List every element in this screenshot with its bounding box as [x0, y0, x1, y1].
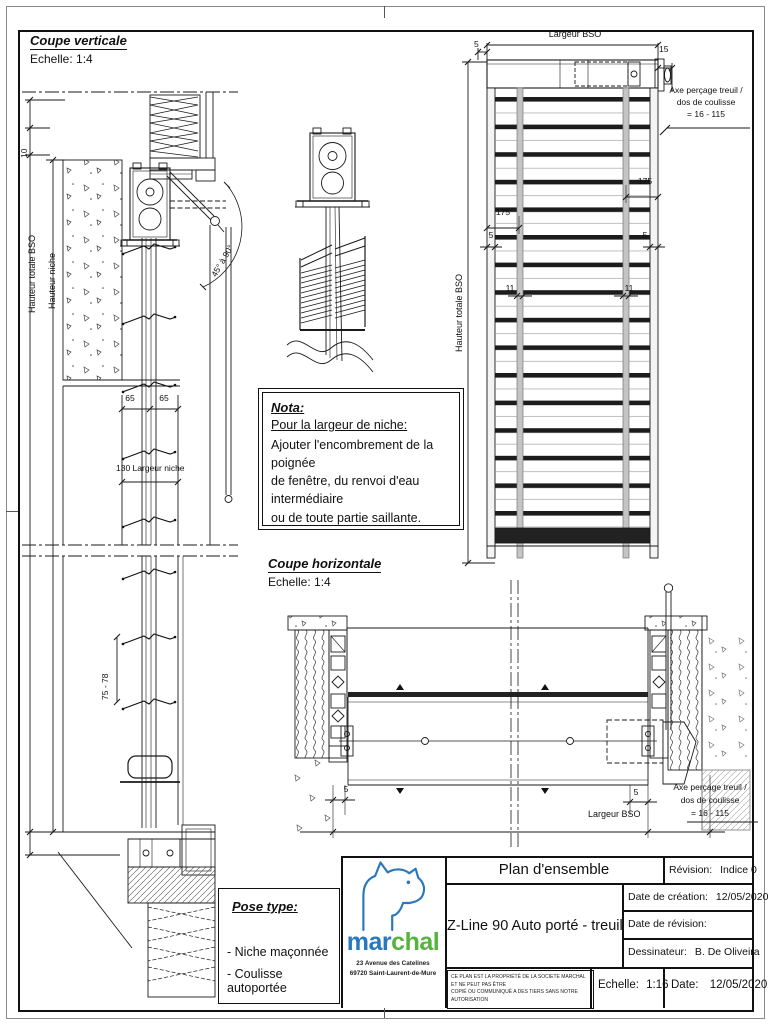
- titleblock-sep-date-row2: [622, 938, 752, 940]
- fv-axe-note-line2: dos de coulisse: [676, 97, 736, 107]
- revision-label: Révision:: [669, 864, 713, 876]
- titleblock-sep-date: [663, 967, 665, 1008]
- fv-dim-5-left: 5: [488, 230, 494, 240]
- marchal-logo-wordmark: marchal: [341, 928, 445, 957]
- date-label: Date:: [671, 979, 699, 991]
- fv-dim-11-right: 11: [624, 283, 634, 293]
- cv-hauteur-niche: Hauteur niche: [47, 252, 57, 309]
- date-value: 12/05/2020: [709, 979, 768, 991]
- fv-dim-175-right: 175: [637, 176, 653, 186]
- fv-hauteur-totale-bso: Hauteur totale BSO: [454, 273, 464, 352]
- coupe-verticale-scale: Echelle: 1:4: [30, 52, 93, 66]
- winch-stack-detail-drawing: [286, 127, 374, 373]
- nota-body-line1: Ajouter l'encombrement de la poignée: [271, 438, 434, 471]
- titleblock-sep-dates: [622, 883, 624, 969]
- fold-mark-top: [384, 6, 385, 18]
- ch-dim-largeur-bso: Largeur BSO: [588, 809, 641, 819]
- fv-dim-15: 15: [659, 44, 669, 54]
- coupe-verticale-drawing: [22, 91, 243, 998]
- echelle-value: 1:16: [646, 979, 669, 991]
- titleblock-sep-date-row1: [622, 910, 752, 912]
- front-view-drawing: [462, 41, 750, 567]
- sheet-main-frame: [18, 30, 754, 1012]
- cv-dim-10: 10: [19, 148, 29, 158]
- cv-hauteur-totale-bso: Hauteur totale BSO: [27, 234, 37, 313]
- nota-box: Nota: Pour la largeur de niche: Ajouter …: [258, 388, 464, 530]
- coupe-horizontale-title: Coupe horizontale: [268, 556, 382, 573]
- fv-dim-5-top: 5: [474, 39, 479, 49]
- legal-line1: CE PLAN EST LA PROPRIÉTÉ DE LA SOCIETE M…: [451, 974, 586, 988]
- nota-body-line2: de fenêtre, du renvoi d'eau intermédiair…: [271, 474, 420, 507]
- titleblock-border-left: [341, 856, 343, 1008]
- cv-dim-65-right: 65: [159, 393, 169, 403]
- echelle-cell: Echelle: 1:16: [598, 979, 669, 991]
- titleblock-border-top: [341, 856, 752, 858]
- logo-text-mar: mar: [346, 928, 392, 956]
- dessinateur-label: Dessinateur:: [628, 946, 687, 958]
- nota-body-line3: ou de toute partie saillante.: [271, 510, 422, 525]
- pose-type-item-coulisse: - Coulisse autoportée: [227, 967, 287, 995]
- titleblock-sep-logo: [445, 856, 447, 1008]
- dessinateur-value: B. De Oliveira: [694, 946, 760, 958]
- fold-mark-left: [6, 511, 18, 512]
- legal-line2: COPIÉ OU COMMUNIQUÉ A DES TIERS SANS NOT…: [451, 989, 578, 1003]
- ch-dim-5-left: 5: [343, 784, 349, 794]
- pose-type-box: Pose type: - Niche maçonnée - Coulisse a…: [218, 888, 340, 1004]
- product-title: Z-Line 90 Auto porté - treuil: [447, 918, 623, 934]
- fv-axe-note-line1: Axe perçage treuil /: [669, 85, 743, 95]
- sheet-outer-border: [6, 6, 765, 1019]
- date-creation-value: 12/05/2020: [715, 891, 769, 903]
- marchal-logo-cat-icon: [362, 861, 426, 932]
- cv-dim-largeur-niche: 130 Largeur niche: [116, 463, 185, 473]
- date-cell: Date: 12/05/2020: [671, 979, 767, 991]
- ch-axe-note-line1: Axe perçage treuil /: [673, 782, 747, 792]
- pose-type-title: Pose type:: [232, 899, 298, 914]
- nota-subtitle: Pour la largeur de niche:: [271, 418, 408, 432]
- titleblock-row1-bottom: [445, 883, 752, 885]
- date-creation-label: Date de création:: [628, 891, 708, 903]
- ch-axe-note-line2: dos de coulisse: [680, 795, 740, 805]
- logo-address-line2: 69720 Saint-Laurent-de-Mure: [349, 970, 437, 977]
- ch-dim-5-right: 5: [633, 787, 639, 797]
- dessinateur-cell: Dessinateur: B. De Oliveira: [628, 946, 760, 958]
- fv-dim-largeur-bso: Largeur BSO: [548, 29, 602, 39]
- date-revision-cell: Date de révision:: [628, 918, 712, 930]
- date-creation-cell: Date de création: 12/05/2020: [628, 891, 768, 903]
- fold-mark-bottom: [384, 1008, 385, 1018]
- ch-axe-note-line3: = 16 - 115: [691, 808, 729, 818]
- legal-notice: CE PLAN EST LA PROPRIÉTÉ DE LA SOCIETE M…: [447, 970, 594, 1009]
- coupe-verticale-title: Coupe verticale: [30, 33, 127, 50]
- fv-axe-note-line3: = 16 - 115: [687, 109, 725, 119]
- nota-title: Nota:: [271, 400, 305, 415]
- fv-dim-175-left: 175: [495, 207, 511, 217]
- revision-value: Indice 0: [720, 864, 757, 876]
- fv-dim-11-left: 11: [505, 283, 515, 293]
- echelle-label: Echelle:: [598, 979, 639, 991]
- cv-dim-75-78: 75 - 78: [100, 673, 110, 700]
- date-revision-label: Date de révision:: [628, 918, 707, 930]
- doc-title: Plan d'ensemble: [498, 861, 610, 878]
- nota-box-inner: Nota: Pour la largeur de niche: Ajouter …: [262, 392, 460, 526]
- pose-type-item-niche: - Niche maçonnée: [227, 945, 329, 959]
- coupe-horizontale-drawing: [287, 580, 758, 848]
- logo-address-line1: 23 Avenue des Catelines: [356, 960, 430, 967]
- titleblock-sep-revision: [663, 856, 665, 885]
- titleblock-sep-echelle: [590, 967, 592, 1008]
- cv-dim-65-left: 65: [125, 393, 135, 403]
- titleblock-row3-top: [445, 967, 752, 969]
- coupe-horizontale-scale: Echelle: 1:4: [268, 575, 331, 589]
- logo-text-chal: chal: [391, 928, 440, 956]
- revision-cell: Révision: Indice 0: [669, 864, 757, 876]
- fv-dim-5-right: 5: [642, 230, 648, 240]
